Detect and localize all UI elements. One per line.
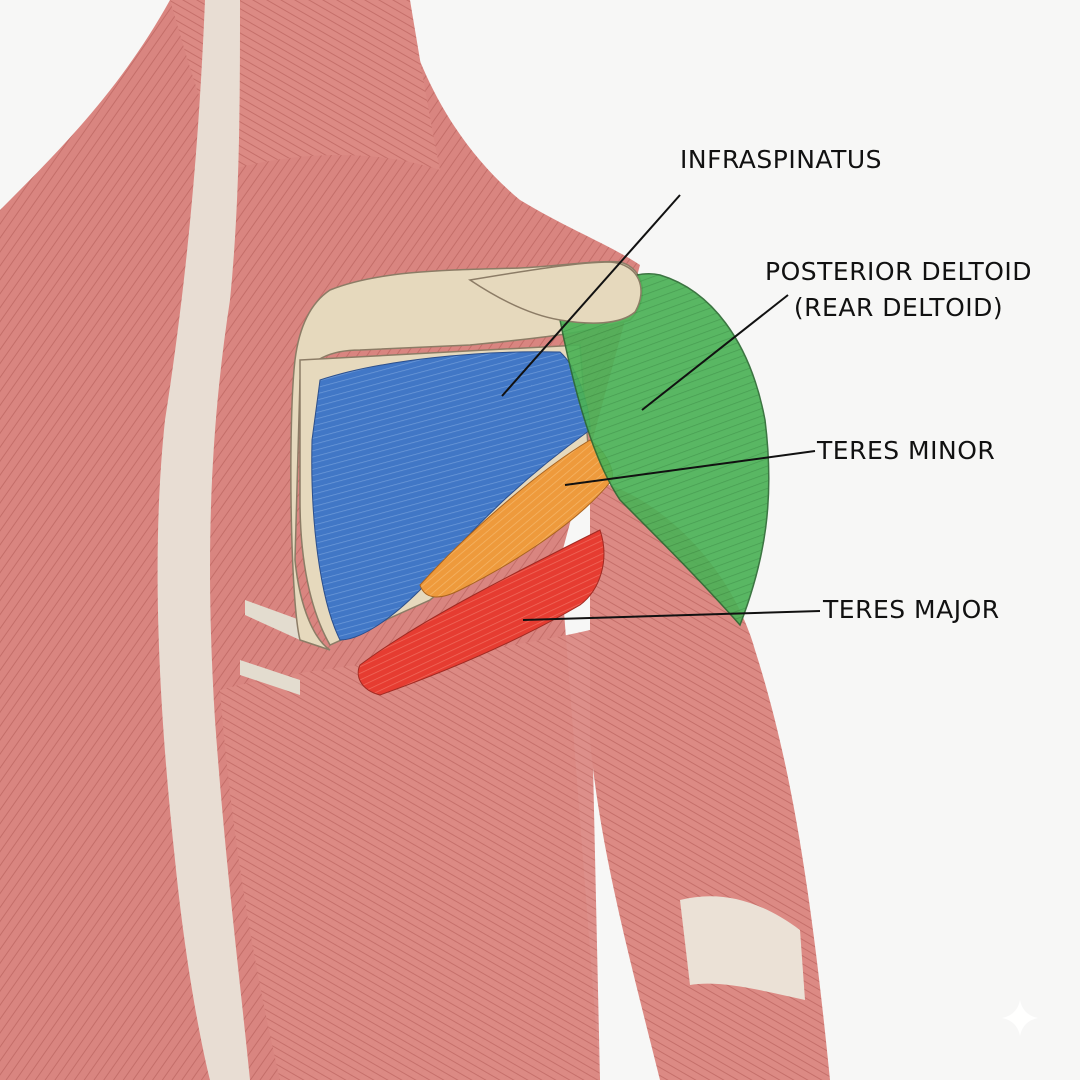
teres-major-muscle (357, 529, 605, 696)
leader-infraspinatus (501, 194, 681, 397)
label-posterior-deltoid: POSTERIOR DELTOID (REAR DELTOID) (765, 254, 1032, 327)
leader-teres-major (522, 610, 821, 621)
label-infraspinatus: INFRASPINATUS (680, 145, 883, 174)
infraspinatus-muscle (311, 351, 591, 641)
label-posterior-deltoid-line2: (REAR DELTOID) (793, 293, 1004, 323)
sparkle-icon (1002, 1000, 1038, 1036)
posterior-deltoid-muscle (559, 273, 770, 627)
leader-teres-minor (564, 450, 816, 486)
latissimus-dorsi (220, 630, 600, 1080)
spine (157, 0, 250, 1080)
label-teres-minor: TERES MINOR (817, 436, 996, 465)
label-posterior-deltoid-line1: POSTERIOR DELTOID (765, 257, 1033, 286)
leader-lines (501, 194, 821, 621)
label-teres-major: TERES MAJOR (823, 595, 1000, 624)
acromion (468, 261, 642, 324)
leader-posterior-deltoid (641, 294, 789, 411)
